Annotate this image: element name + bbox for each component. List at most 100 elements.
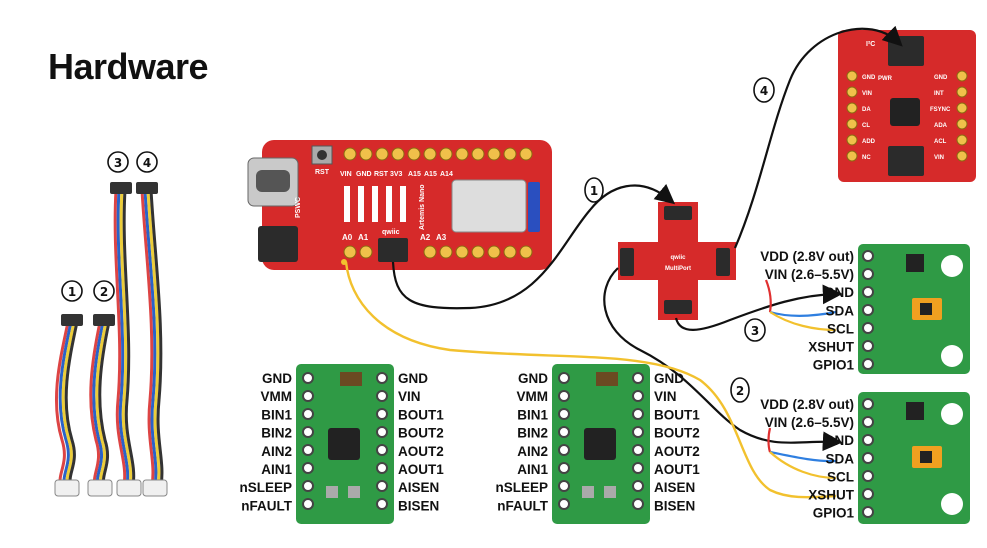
svg-text:1: 1 [68,285,76,299]
cable-label-2: 2 [93,280,115,302]
svg-text:A2: A2 [420,233,431,242]
wire-artemis-to-multiport [391,183,676,310]
motor-driver-1-right-pin-label: AISEN [398,480,439,495]
microcontroller-board: RST VIN GND RST 3V3 A15 A15 A14 PSWC A0 … [247,140,552,270]
wire-tof2-vin-red [767,427,772,453]
svg-text:A0: A0 [342,233,353,242]
motor-driver-1-left-pin-label: BIN1 [261,407,292,422]
tof-sensor-1-pin-label: GND [824,285,854,300]
svg-text:2: 2 [100,285,108,299]
motor-driver-2-left-pin-label: GND [518,371,548,386]
svg-text:CL: CL [862,123,870,129]
motor-driver-1-left-pin-label: BIN2 [261,426,292,441]
motor-driver-1-left-pin-label: VMM [261,389,293,404]
motor-driver-board-1 [296,364,394,524]
svg-text:VIN: VIN [862,91,872,97]
svg-text:3: 3 [751,324,759,338]
connection-label-2: 2 [730,377,750,403]
svg-text:4: 4 [760,84,768,98]
svg-text:RST: RST [374,171,389,178]
motor-driver-2-left-pin-label: VMM [517,389,549,404]
motor-driver-1-left-pin-label: nSLEEP [239,480,292,495]
qwiic-cable-4 [136,182,168,497]
wire-tof2-sda-blue [769,450,837,463]
svg-text:NC: NC [862,155,871,161]
tof-sensor-1-pin-label: SCL [827,321,854,336]
motor-driver-1-left-pin-label: nFAULT [241,498,292,513]
motor-driver-2-right-pin-label: BISEN [654,498,695,513]
motor-driver-1-right-pin-label: AOUT2 [398,444,444,459]
motor-driver-1-right-pin-label: GND [398,371,428,386]
qwiic-cable-2 [87,314,115,497]
svg-text:A15: A15 [424,171,437,178]
wire-tof1-vin-red [764,279,772,313]
tof-sensor-1-pin-label: GPIO1 [813,358,855,373]
svg-text:A15: A15 [408,171,421,178]
motor-driver-2-left-pin-label: nFAULT [497,498,548,513]
svg-text:Artemis Nano: Artemis Nano [419,184,426,230]
connection-label-1: 1 [584,177,604,203]
svg-text:4: 4 [143,156,151,170]
wire-tof1-scl-yellow [769,311,837,332]
svg-text:VIN: VIN [340,171,352,178]
tof-sensor-board-1 [858,244,970,374]
motor-driver-2-left-pin-label: AIN1 [517,462,548,477]
svg-text:1: 1 [590,184,598,198]
cable-label-3: 3 [107,151,129,173]
tof-sensor-2-pin-label: GPIO1 [813,506,855,521]
svg-text:qwiic: qwiic [670,255,686,261]
tof-sensor-2-pin-label: GND [824,433,854,448]
qwiic-cable-1 [54,314,83,497]
qwiic-cable-3 [110,182,142,497]
svg-text:PWR: PWR [878,76,893,82]
svg-text:GND: GND [934,75,948,81]
cable-label-4: 4 [136,151,158,173]
motor-driver-board-2 [552,364,650,524]
svg-text:ADD: ADD [862,139,876,145]
svg-text:RST: RST [315,169,330,176]
svg-text:2: 2 [736,384,744,398]
wire-multiport-to-imu [733,25,903,249]
svg-text:PSWC: PSWC [295,197,302,218]
motor-driver-1-right-pin-label: BISEN [398,498,439,513]
motor-driver-2-left-pin-label: BIN2 [517,426,548,441]
svg-text:MultiPort: MultiPort [665,266,691,272]
connection-label-4: 4 [753,77,775,103]
svg-text:A1: A1 [358,233,369,242]
svg-text:DA: DA [862,107,871,113]
connection-label-3: 3 [744,318,766,342]
tof-sensor-2-pin-label: XSHUT [808,488,855,503]
svg-text:FSYNC: FSYNC [930,107,951,113]
motor-driver-1-right-pin-label: BOUT1 [398,407,444,422]
svg-text:A14: A14 [440,171,453,178]
tof-sensor-1-pin-label: VDD (2.8V out) [760,249,854,264]
motor-driver-1-right-pin-label: BOUT2 [398,426,444,441]
wire-tof2-scl-yellow [769,451,837,480]
tof-sensor-2-pin-label: SDA [825,451,854,466]
wire-multiport-to-tof2 [603,267,843,452]
qwiic-multiport: qwiic MultiPort [618,202,736,320]
motor-driver-1-left-pin-label: GND [262,371,292,386]
svg-text:GND: GND [356,171,372,178]
motor-driver-1-right-pin-label: VIN [398,389,421,404]
pin-labels: GNDVMMBIN1BIN2AIN2AIN1nSLEEPnFAULTGNDVIN… [239,249,854,521]
svg-text:I²C: I²C [866,41,875,48]
tof-sensor-2-pin-label: SCL [827,469,854,484]
tof-sensor-1-pin-label: VIN (2.6–5.5V) [765,267,854,282]
motor-driver-2-right-pin-label: AOUT2 [654,444,700,459]
imu-breakout: I²C GND VIN DA CL ADD GND INT FSYNC ADA … [838,30,976,182]
svg-text:qwiic: qwiic [382,229,400,236]
tof-sensor-2-pin-label: VIN (2.6–5.5V) [765,415,854,430]
svg-text:GND: GND [862,75,876,81]
motor-driver-2-left-pin-label: BIN1 [517,407,548,422]
tof-sensor-1-pin-label: XSHUT [808,340,855,355]
motor-driver-2-right-pin-label: BOUT1 [654,407,700,422]
svg-text:VIN: VIN [934,155,944,161]
wire-artemis-a0-to-tof2-xshut [344,261,837,499]
motor-driver-2-right-pin-label: GND [654,371,684,386]
wire-multiport-to-tof1 [674,284,843,331]
svg-text:INT: INT [934,91,944,97]
svg-text:ADA: ADA [934,123,948,129]
cable-label-1: 1 [61,280,83,302]
